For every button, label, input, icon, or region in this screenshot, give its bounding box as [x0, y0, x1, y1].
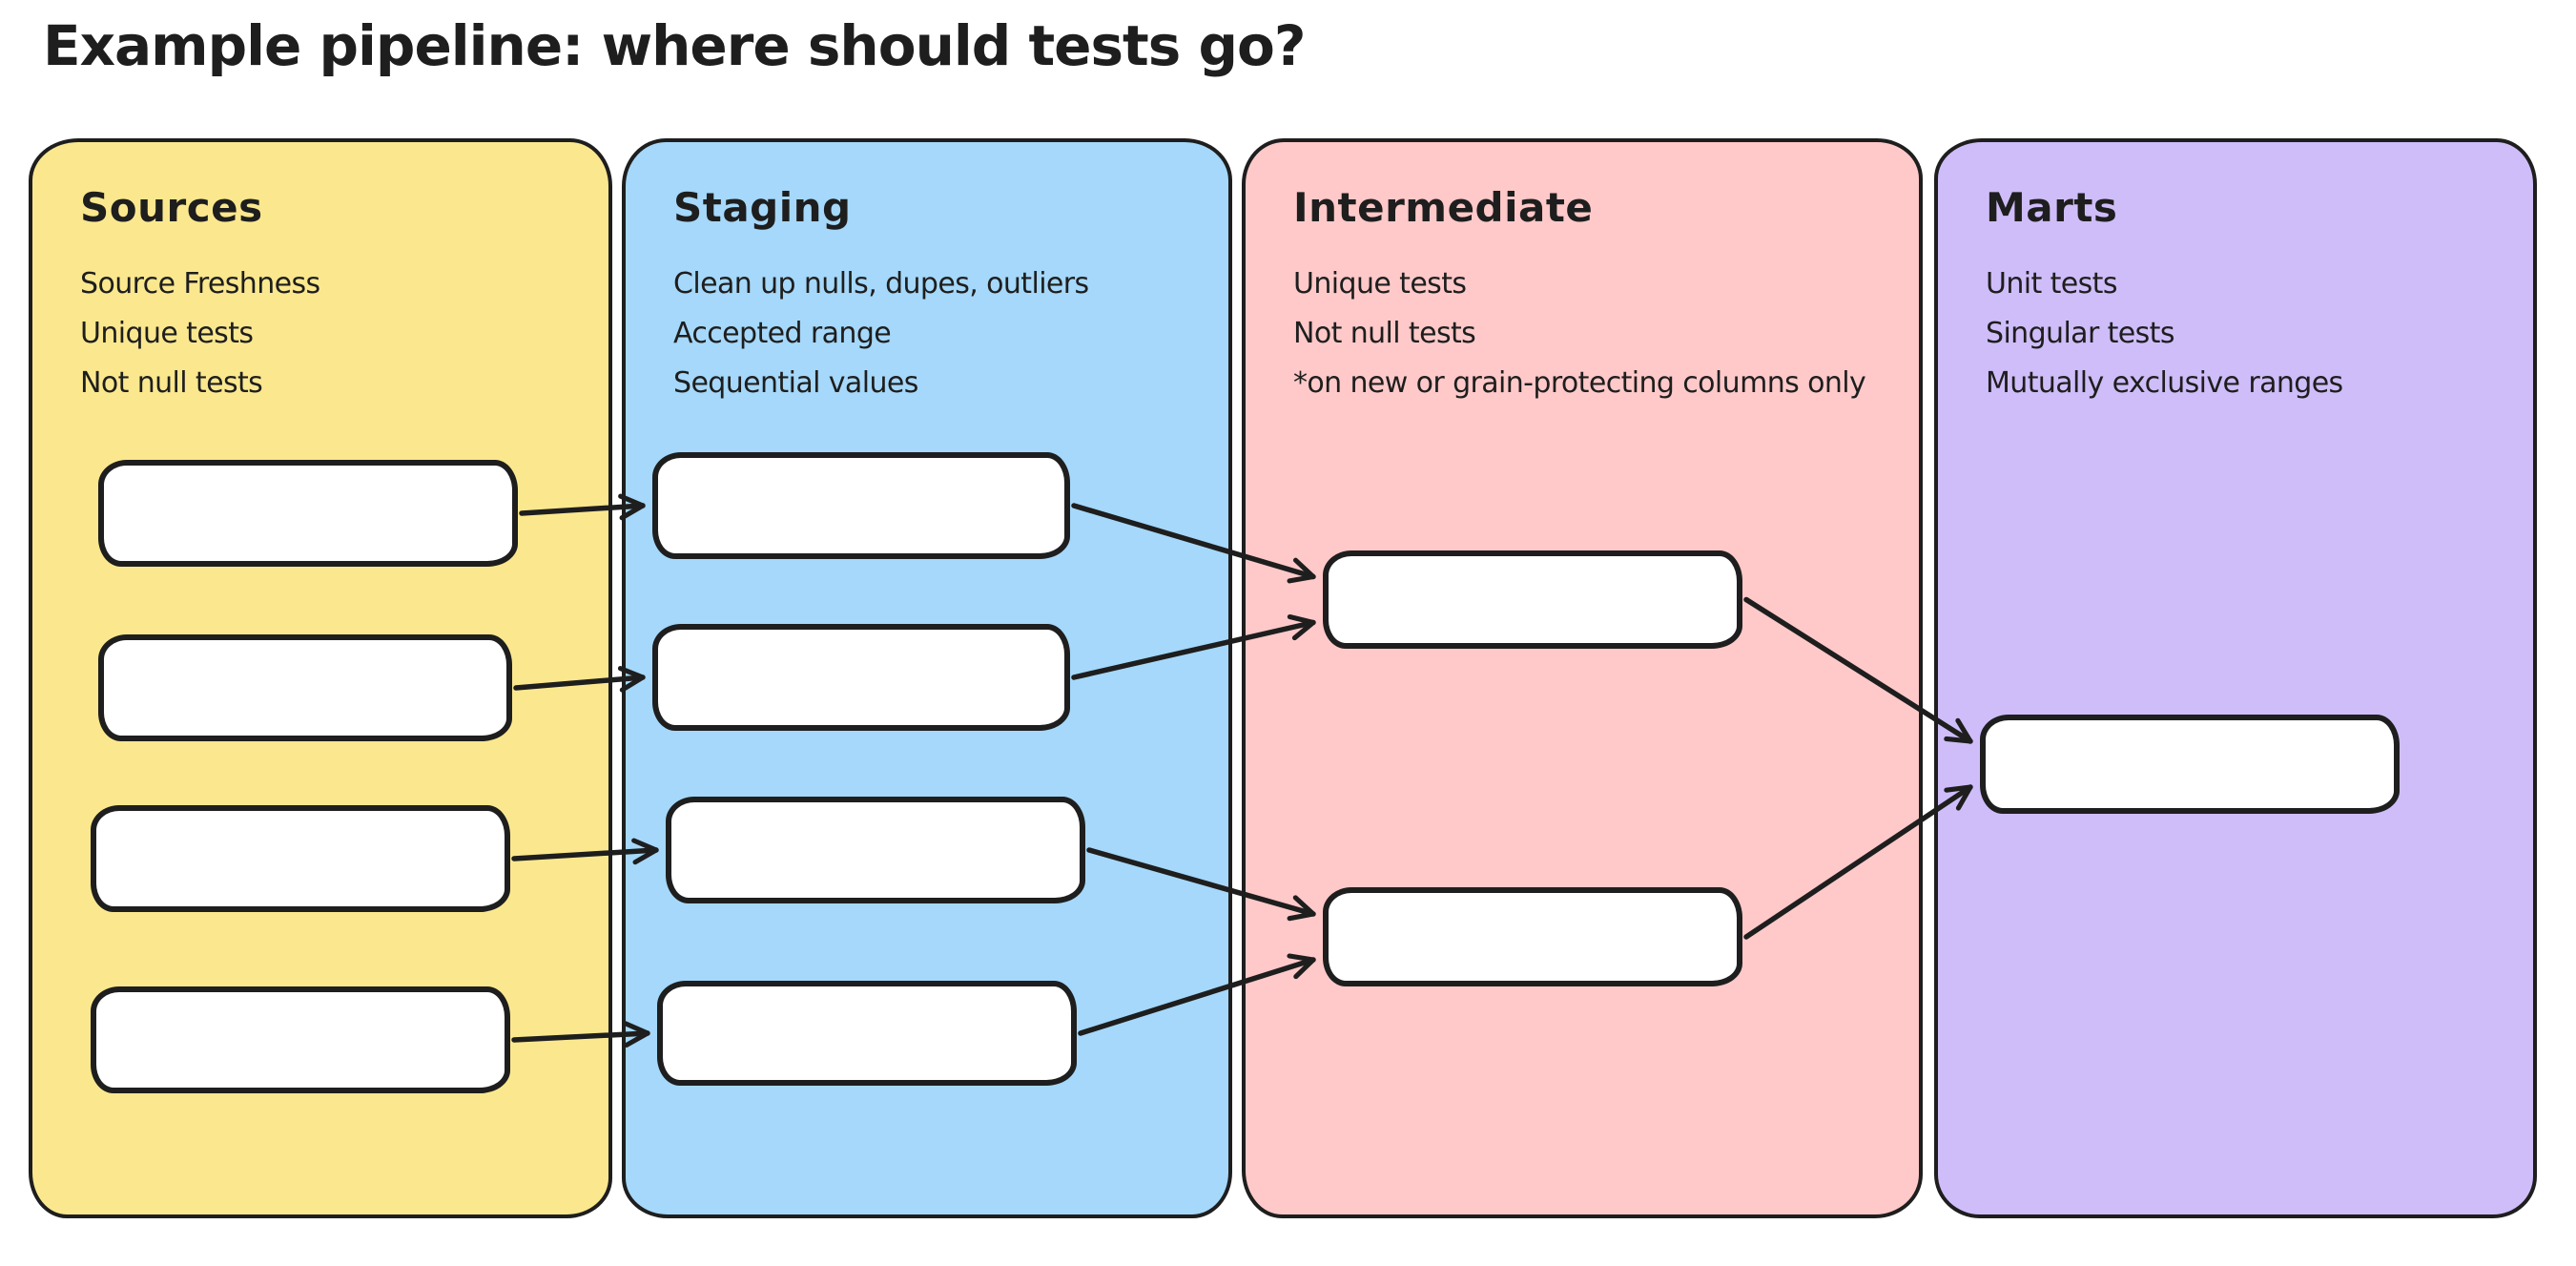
model-box-stg-3 [666, 797, 1085, 903]
note-line: *on new or grain-protecting columns only [1293, 366, 1866, 400]
note-line: Sequential values [673, 366, 918, 400]
model-box-src-3 [91, 805, 510, 912]
column-sources-title: Sources [80, 184, 263, 231]
column-marts-title: Marts [1986, 184, 2118, 231]
note-line: Mutually exclusive ranges [1986, 366, 2343, 400]
note-line: Unique tests [80, 317, 254, 350]
note-line: Source Freshness [80, 267, 320, 301]
column-staging-notes: Clean up nulls, dupes, outliers Accepted… [673, 259, 1228, 408]
note-line: Accepted range [673, 317, 892, 350]
model-box-stg-1 [652, 452, 1070, 559]
model-box-int-2 [1323, 887, 1742, 986]
column-intermediate-title: Intermediate [1293, 184, 1594, 231]
model-box-stg-2 [652, 624, 1070, 731]
note-line: Not null tests [80, 366, 263, 400]
note-line: Unit tests [1986, 267, 2117, 301]
column-marts: Marts Unit tests Singular tests Mutually… [1934, 138, 2537, 1218]
model-box-src-1 [98, 460, 518, 567]
column-sources-notes: Source Freshness Unique tests Not null t… [80, 259, 608, 408]
column-staging-title: Staging [673, 184, 852, 231]
model-box-int-1 [1323, 550, 1742, 649]
column-marts-notes: Unit tests Singular tests Mutually exclu… [1986, 259, 2533, 408]
note-line: Clean up nulls, dupes, outliers [673, 267, 1089, 301]
model-box-src-4 [91, 986, 510, 1093]
column-intermediate-notes: Unique tests Not null tests *on new or g… [1293, 259, 1919, 408]
note-line: Not null tests [1293, 317, 1476, 350]
note-line: Singular tests [1986, 317, 2174, 350]
model-box-stg-4 [657, 981, 1077, 1086]
column-intermediate: Intermediate Unique tests Not null tests… [1242, 138, 1923, 1218]
note-line: Unique tests [1293, 267, 1467, 301]
model-box-mrt-1 [1980, 715, 2400, 814]
model-box-src-2 [98, 634, 512, 741]
page-title: Example pipeline: where should tests go? [43, 13, 1306, 78]
